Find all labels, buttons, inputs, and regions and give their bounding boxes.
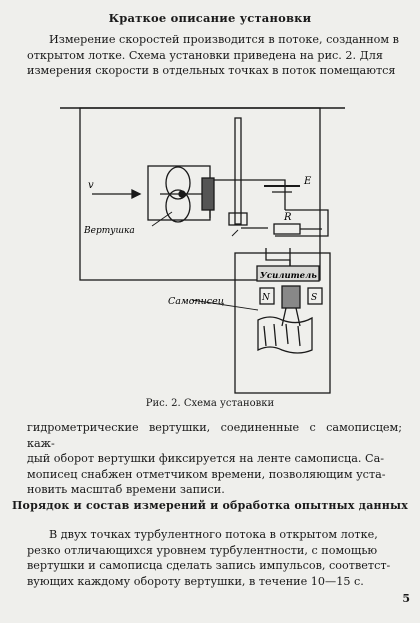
label-emf: E bbox=[303, 176, 312, 187]
label-velocity: v bbox=[88, 180, 94, 191]
procedure-line: резко отличающихся уровнем турбулентност… bbox=[27, 543, 378, 557]
intro-line: Измерение скоростей производится в поток… bbox=[49, 33, 399, 46]
continuation-line: новить масштаб времени записи. bbox=[27, 483, 225, 496]
label-magnet-s: S bbox=[311, 293, 317, 303]
label-amplifier: Усилитель bbox=[260, 271, 317, 281]
procedure-line: В двух точках турбулентного потока в отк… bbox=[49, 528, 378, 541]
section-title-procedure: Порядок и состав измерений и обработка о… bbox=[11, 499, 409, 512]
label-magnet-n: N bbox=[261, 293, 271, 303]
continuation-paragraph: гидрометрические вертушки, соединенные с… bbox=[27, 420, 402, 498]
procedure-line: вертушки и самописца сделать запись импу… bbox=[27, 559, 391, 572]
procedure-line: вующих каждому обороту вертушки, в течен… bbox=[27, 574, 364, 588]
intro-line: открытом лотке. Схема установки приведен… bbox=[27, 48, 383, 62]
installation-diagram: v E R Вертушка Усилитель Самописец N S bbox=[60, 107, 345, 394]
continuation-line: дый оборот вертушки фиксируется на ленте… bbox=[27, 452, 385, 465]
label-resistance: R bbox=[283, 212, 292, 223]
section-title-setup: Краткое описание установки bbox=[108, 11, 312, 25]
label-recorder: Самописец bbox=[168, 296, 225, 307]
intro-paragraph: Измерение скоростей производится в поток… bbox=[27, 32, 402, 79]
intro-line: измерения скорости в отдельных точках в … bbox=[27, 64, 396, 77]
procedure-paragraph: В двух точках турбулентного потока в отк… bbox=[27, 527, 402, 589]
page-number: 5 bbox=[402, 592, 410, 605]
figure-caption: Рис. 2. Схема установки bbox=[145, 398, 275, 409]
continuation-line: гидрометрические вертушки, соединенные с… bbox=[27, 421, 402, 450]
continuation-line: мописец снабжен отметчиком времени, позв… bbox=[27, 467, 386, 481]
label-vertushka: Вертушка bbox=[83, 226, 135, 236]
